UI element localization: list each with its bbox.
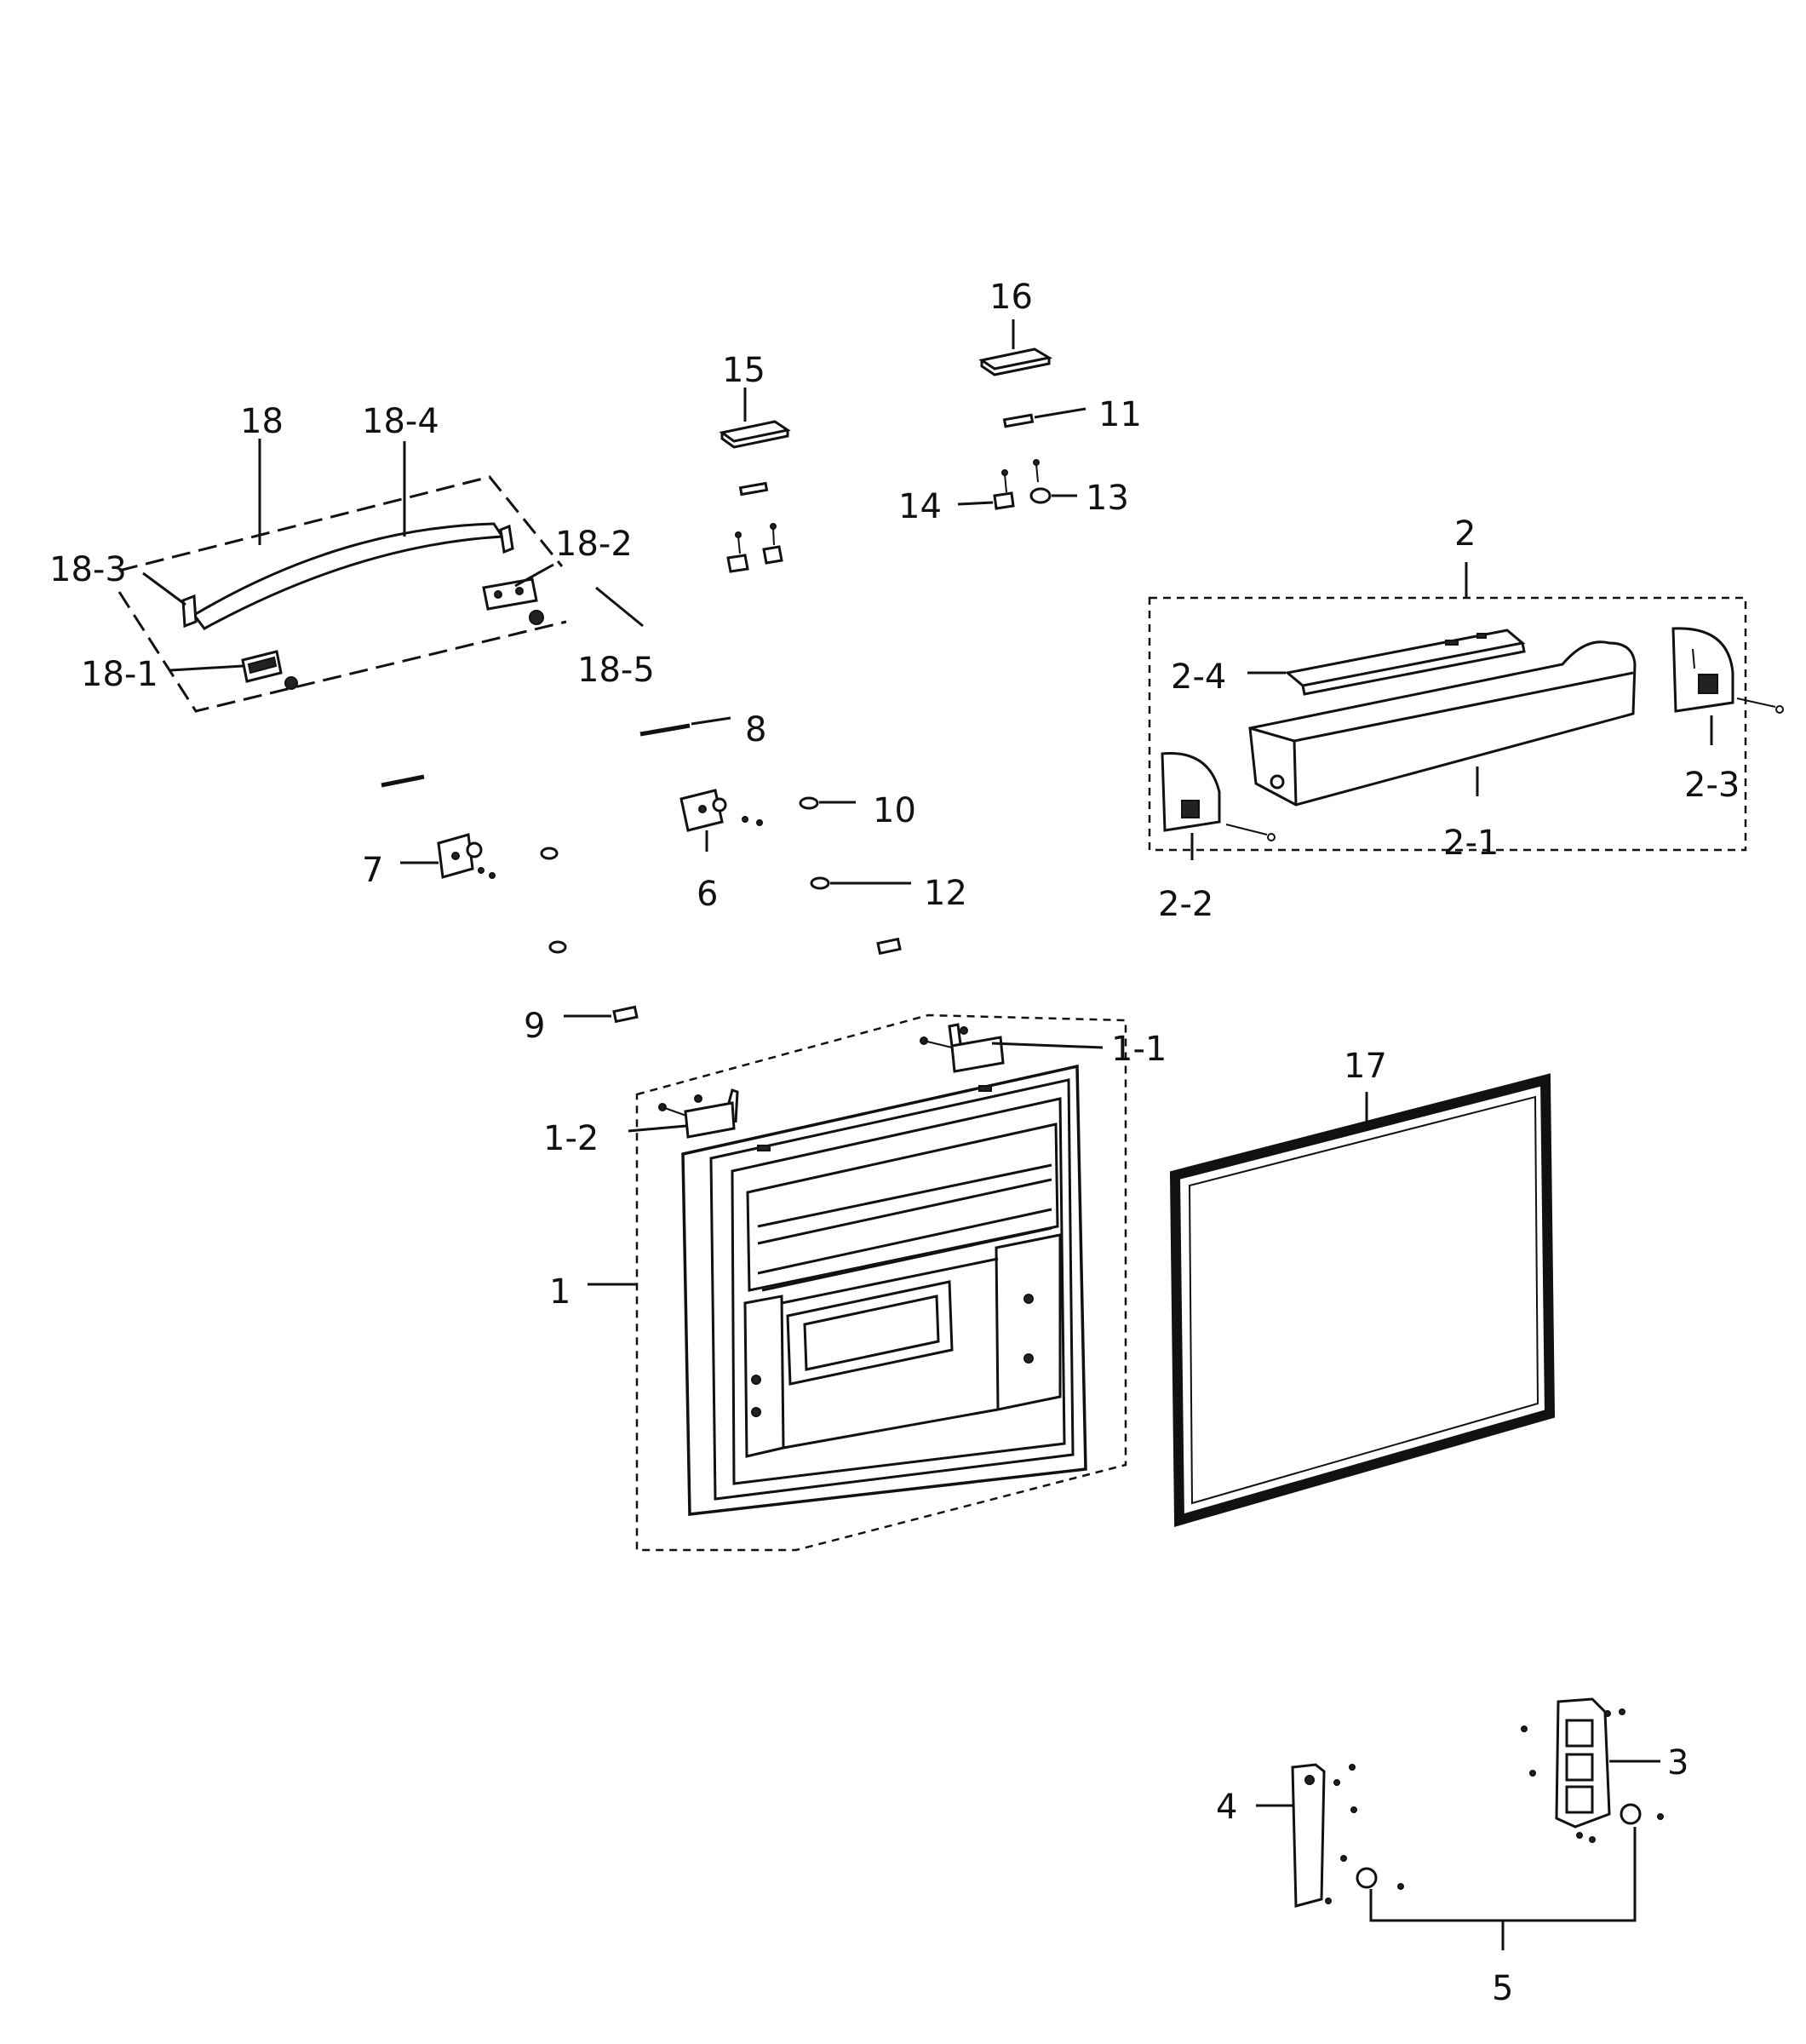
stoppers-under-15 [726, 523, 783, 573]
callout-2-3: 2-3 [1684, 766, 1740, 805]
callout-12: 12 [924, 874, 967, 913]
callout-16: 16 [989, 278, 1033, 317]
bin-side-right [1671, 627, 1784, 745]
gasket [1169, 1073, 1556, 1527]
callout-18-5: 18-5 [577, 651, 655, 690]
callout-2-1: 2-1 [1443, 824, 1499, 863]
callout-1-1: 1-1 [1111, 1030, 1167, 1069]
bin-tray [1248, 640, 1637, 807]
cover-15 [719, 388, 791, 449]
callout-13: 13 [1086, 479, 1129, 518]
callout-2-2: 2-2 [1158, 885, 1213, 924]
callout-6: 6 [697, 875, 718, 914]
callout-11: 11 [1098, 395, 1142, 434]
callout-5: 5 [1492, 1969, 1513, 2008]
callout-1: 1 [549, 1272, 570, 1312]
shaft [381, 716, 731, 788]
rail-bracket-left [1256, 1763, 1357, 1908]
callout-2: 2 [1454, 514, 1476, 554]
cover-16 [978, 319, 1053, 376]
callout-18-3: 18-3 [49, 550, 127, 589]
callout-18-2: 18-2 [555, 525, 633, 564]
callout-10: 10 [873, 791, 916, 830]
bin-side-left [1161, 752, 1276, 860]
handle-holder-left [241, 650, 283, 683]
callout-8: 8 [745, 710, 766, 749]
callout-15: 15 [722, 351, 765, 390]
door-bin-assembly [1148, 562, 1784, 860]
callout-2-4: 2-4 [1171, 657, 1226, 697]
bin-cover [1247, 629, 1526, 696]
hinge-left [400, 833, 496, 879]
rail-bracket-right [1521, 1697, 1660, 1843]
callout-1-2: 1-2 [543, 1119, 599, 1158]
hinge-bracket-left [628, 1088, 739, 1139]
callout-9: 9 [524, 1007, 545, 1046]
handle-assembly [118, 439, 644, 713]
callout-18-4: 18-4 [362, 402, 439, 441]
hinge-bracket-right [920, 1023, 1104, 1073]
screw-10 [799, 796, 856, 810]
handle-holder-right [482, 577, 538, 611]
callout-14: 14 [898, 487, 942, 526]
stopper-13 [1029, 459, 1077, 504]
callout-7: 7 [362, 851, 383, 890]
callout-3: 3 [1667, 1743, 1688, 1783]
pin-11 [1002, 407, 1086, 428]
callout-18: 18 [240, 402, 284, 441]
callout-4: 4 [1216, 1788, 1237, 1827]
screw-12 [810, 876, 911, 890]
hinge-center [679, 789, 763, 852]
door-assembly [588, 1013, 1127, 1552]
handle-screw [529, 610, 544, 625]
handle-cap [181, 594, 198, 629]
clip [564, 1005, 639, 1024]
stopper-14 [957, 469, 1015, 510]
callout-17: 17 [1344, 1047, 1387, 1086]
callout-18-1: 18-1 [81, 655, 158, 694]
roller [1356, 1803, 1664, 1950]
callout-labels: 16 15 11 18 18-4 14 13 2 18-3 18-2 18-1 … [49, 278, 1740, 2008]
